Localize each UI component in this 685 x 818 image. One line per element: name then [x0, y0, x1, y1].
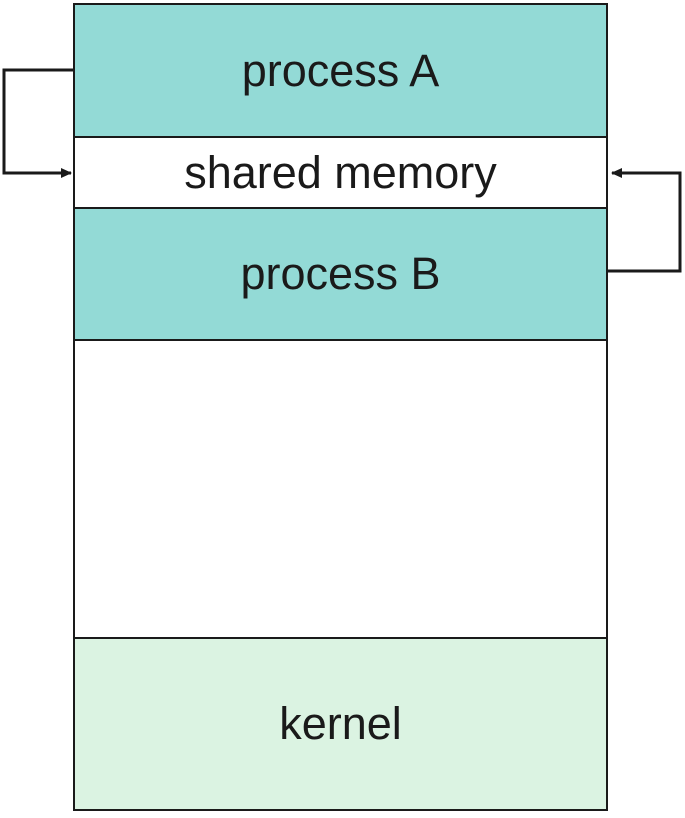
process-b-label: process B: [240, 248, 441, 299]
process-b-region: process B: [75, 209, 606, 341]
process-a-to-shared-arrow: [2, 68, 73, 178]
shared-memory-label: shared memory: [184, 146, 497, 198]
process-a-region: process A: [75, 5, 606, 138]
address-space-stack: process A shared memory process B kernel: [73, 3, 608, 811]
shared-memory-region: shared memory: [75, 138, 606, 209]
kernel-region: kernel: [75, 639, 606, 809]
kernel-label: kernel: [279, 698, 402, 749]
process-b-to-shared-arrow: [608, 168, 682, 273]
process-a-label: process A: [241, 44, 440, 96]
free-space-region: [75, 341, 606, 639]
